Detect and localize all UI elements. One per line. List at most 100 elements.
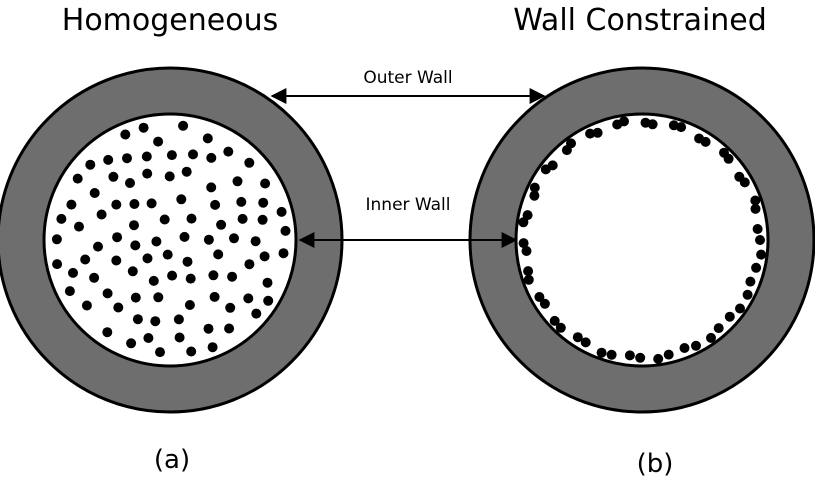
particle-dot (93, 241, 103, 252)
particle-dot (103, 154, 114, 165)
particles-left (51, 120, 291, 358)
particle-dot (176, 194, 187, 205)
particle-dot (122, 153, 132, 164)
particle-dot (258, 197, 269, 208)
particle-dot (244, 259, 255, 270)
particle-dot (96, 209, 107, 220)
particle-dot (232, 176, 243, 187)
particle-dot (108, 171, 119, 182)
particle-dot (679, 343, 690, 353)
particle-dot (751, 262, 762, 273)
particle-dot (142, 253, 153, 264)
particle-dot (549, 315, 560, 326)
particle-dot (56, 213, 67, 224)
particle-dot (653, 353, 664, 364)
particle-dot (676, 122, 687, 133)
particle-dot (244, 157, 255, 168)
particle-dot (143, 333, 154, 343)
particle-dot (203, 323, 214, 334)
particle-dot (125, 178, 135, 188)
particle-dot (280, 225, 291, 236)
particle-dot (74, 221, 84, 232)
particle-dot (206, 152, 217, 163)
particle-dot (663, 349, 674, 360)
particle-dot (742, 289, 753, 300)
particle-dot (66, 199, 77, 210)
particle-dot (209, 291, 220, 302)
particle-dot (755, 235, 765, 245)
particle-dot (102, 327, 113, 338)
particle-dot (132, 314, 143, 325)
particle-dot (181, 166, 192, 177)
particle-dot (141, 151, 152, 162)
particle-dot (166, 150, 177, 161)
particle-dot (260, 178, 271, 189)
particle-dot (178, 120, 189, 131)
particle-dot (202, 133, 213, 144)
particle-dot (208, 270, 219, 281)
tube-wall-constrained (468, 66, 815, 414)
particle-dot (113, 302, 124, 313)
particle-dot (111, 255, 122, 266)
particle-dot (120, 129, 131, 140)
particle-dot (257, 214, 268, 225)
panel-label-a: (a) (154, 445, 190, 475)
particle-dot (162, 249, 173, 260)
particle-dot (216, 219, 227, 230)
particle-dot (72, 173, 83, 184)
particle-dot (112, 232, 123, 243)
particle-dot (173, 314, 184, 325)
particle-dot (236, 196, 247, 207)
particle-dot (229, 233, 239, 244)
particle-dot (259, 251, 270, 262)
particle-dot (126, 338, 137, 349)
particle-dot (619, 116, 629, 127)
inner-wall-label: Inner Wall (366, 195, 451, 215)
panel-label-b: (b) (637, 449, 674, 479)
particle-dot (522, 210, 533, 221)
particle-dot (534, 292, 545, 302)
particle-dot (146, 198, 157, 209)
particle-dot (756, 249, 767, 260)
particle-dot (225, 302, 236, 313)
particle-dot (745, 276, 756, 287)
particle-dot (547, 160, 558, 171)
particle-dot (251, 308, 262, 319)
particle-dot (89, 272, 100, 283)
particle-dot (153, 136, 164, 147)
particle-dot (68, 267, 78, 278)
particle-dot (223, 146, 234, 157)
particle-dot (102, 288, 113, 299)
particle-dot (572, 332, 583, 343)
particle-dot (276, 206, 287, 217)
particle-dot (184, 300, 195, 310)
particle-dot (138, 122, 149, 133)
particle-dot (185, 273, 196, 284)
particle-dot (691, 340, 701, 351)
particle-dot (237, 213, 248, 224)
particle-dot (150, 316, 161, 327)
particle-dot (750, 203, 761, 214)
particle-dot (700, 136, 711, 147)
inner-lumen-right (514, 112, 770, 368)
particle-dot (713, 323, 724, 334)
particle-dot (186, 213, 197, 224)
particle-dot (186, 346, 197, 357)
particle-dot (706, 332, 716, 343)
particle-dot (752, 224, 763, 234)
particle-dot (80, 254, 91, 265)
particle-dot (566, 138, 576, 149)
tube-homogeneous (0, 66, 344, 414)
particle-dot (592, 127, 603, 138)
particle-dot (227, 271, 238, 282)
particle-dot (224, 323, 235, 334)
particle-dot (250, 236, 261, 247)
particle-dot (735, 303, 745, 314)
particle-dot (529, 182, 540, 193)
particle-dot (606, 349, 617, 360)
particle-dot (262, 277, 273, 288)
particle-dot (111, 199, 122, 210)
particle-dot (159, 214, 170, 225)
particle-dot (523, 274, 534, 285)
particle-dot (539, 298, 550, 309)
